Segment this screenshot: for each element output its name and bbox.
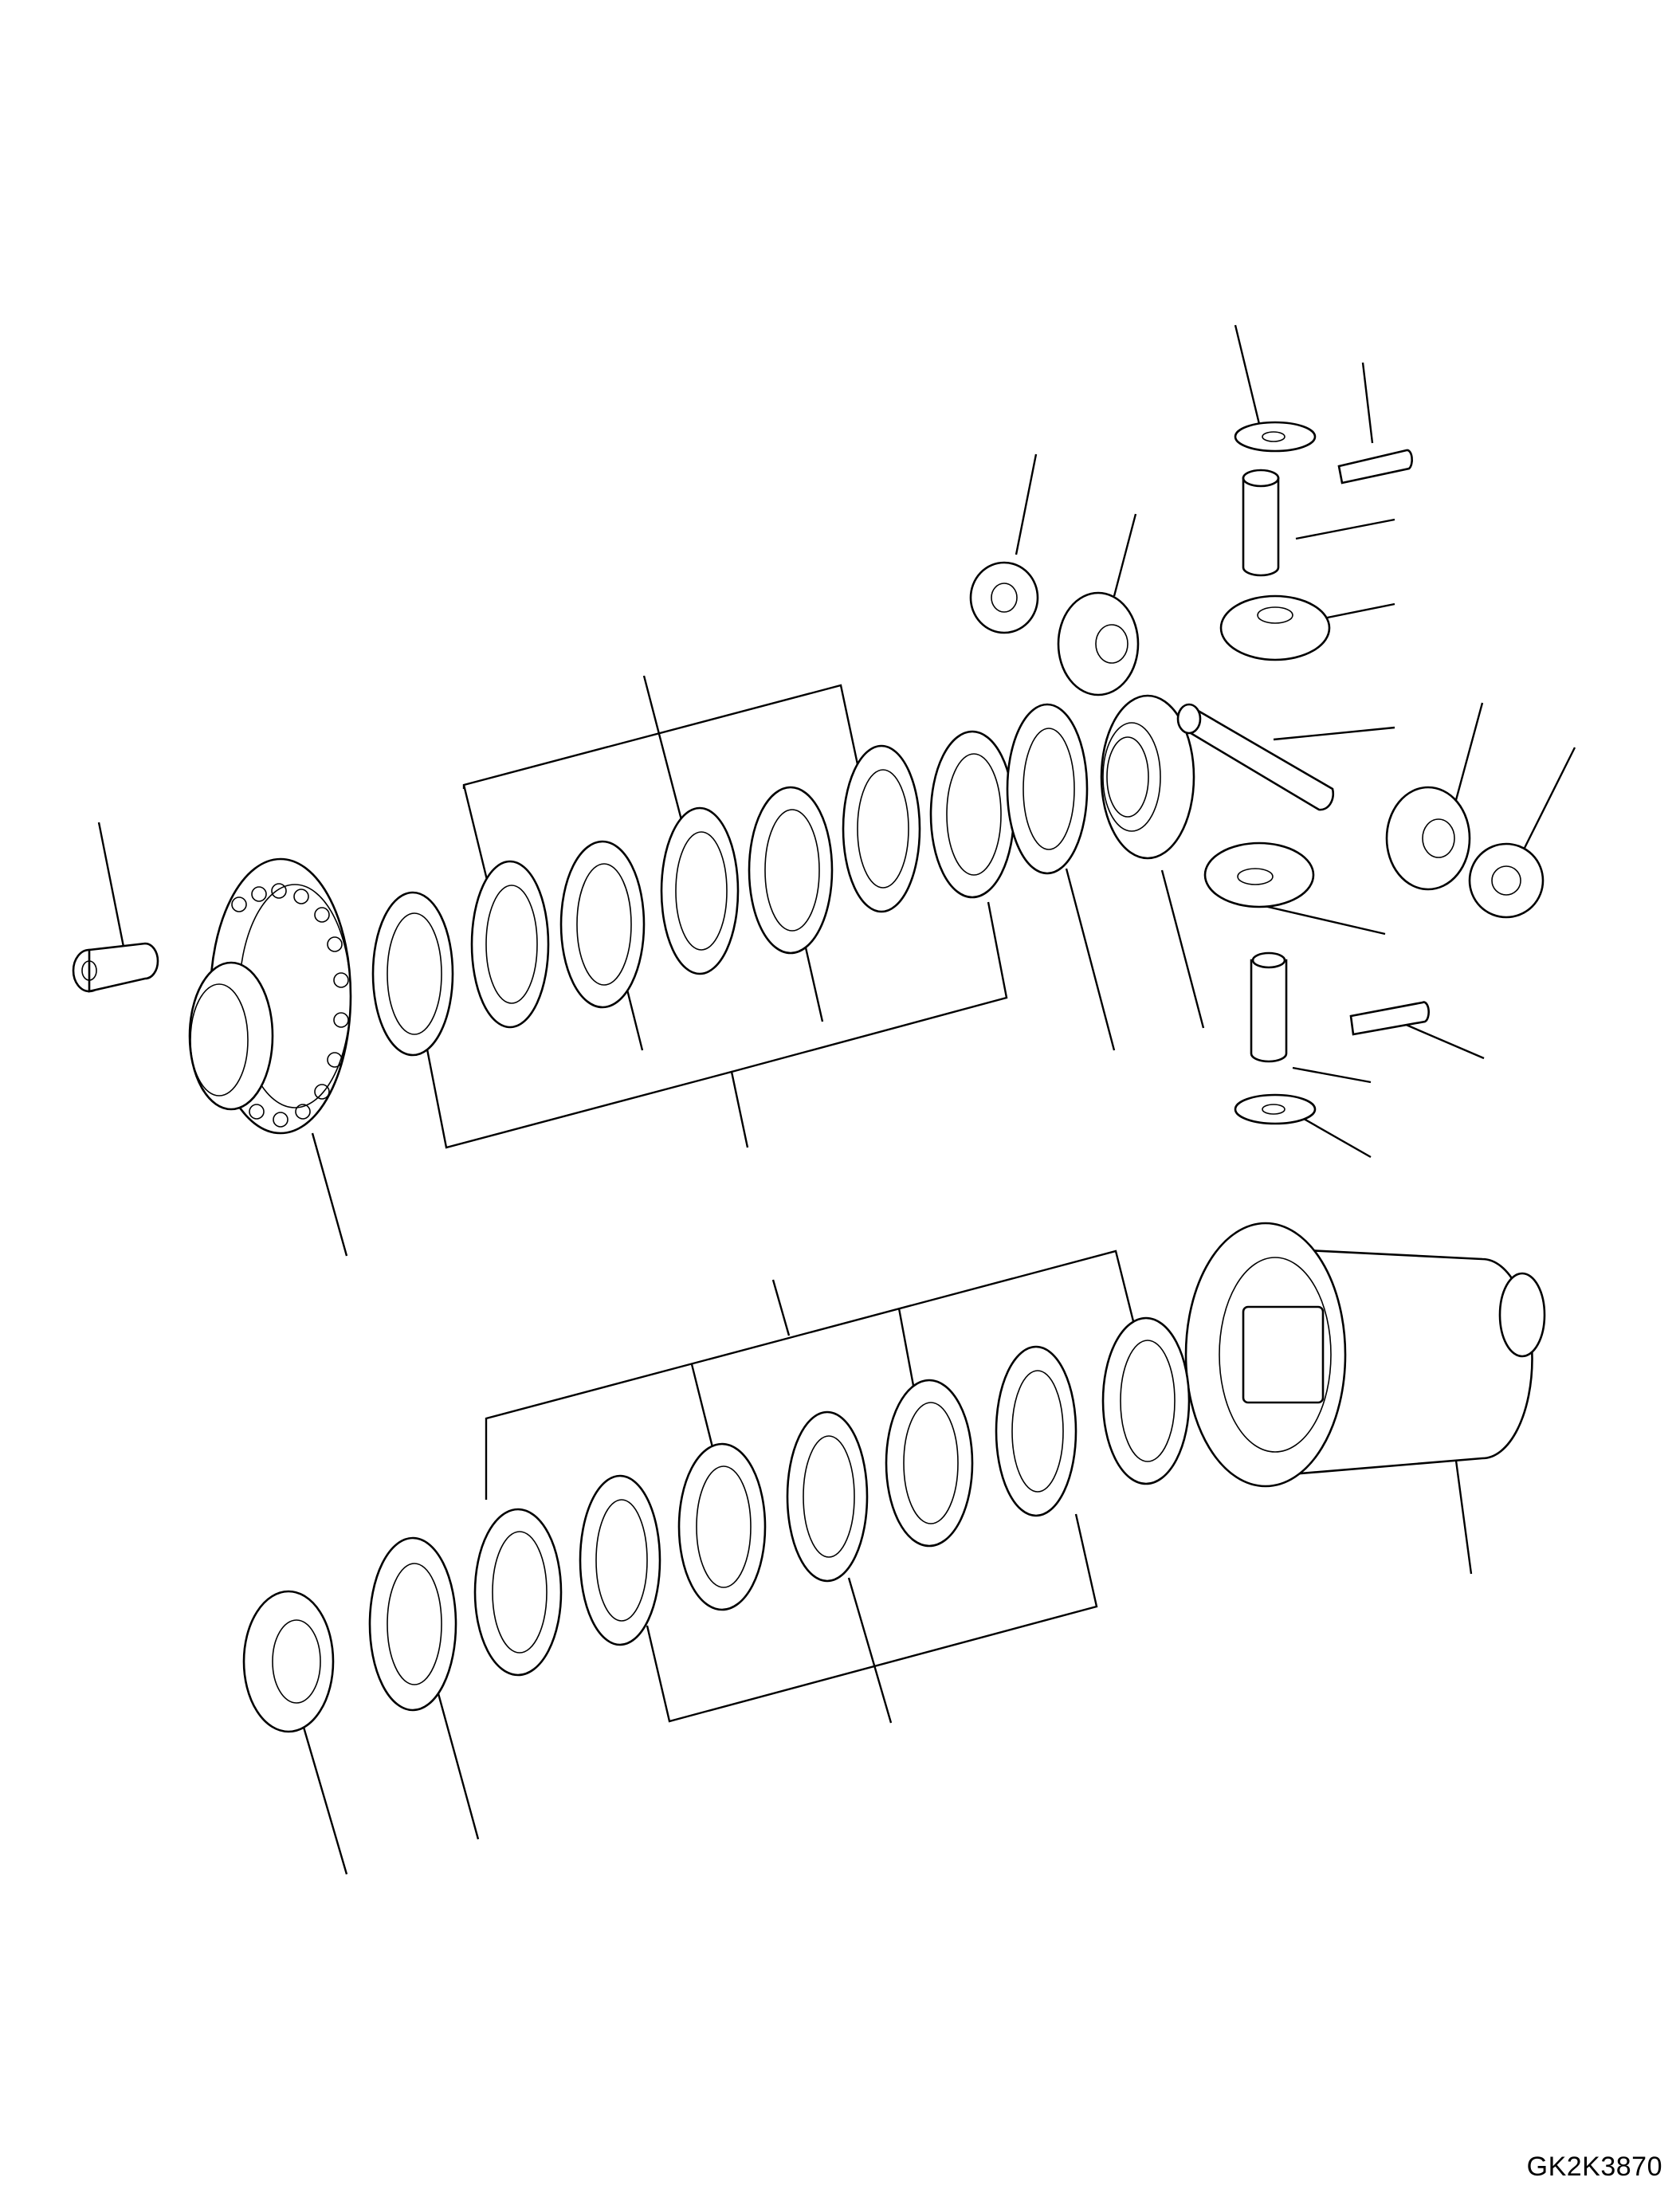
leader-lower-washer	[1292, 1111, 1372, 1159]
leader-left-housing	[311, 1132, 348, 1257]
right-thrust-washer	[1468, 842, 1545, 919]
leader-lower-bracket-stem	[771, 1279, 791, 1336]
pinion-assembly	[969, 421, 1545, 1125]
upper-top-bracket	[462, 684, 862, 789]
top-short-shaft	[1242, 469, 1280, 577]
bolt-part	[72, 942, 159, 993]
leader-cross-shaft	[1273, 726, 1395, 741]
upper-steel-plate-2	[559, 840, 646, 1009]
leader-lower-plate-2	[690, 1363, 717, 1461]
upper-side-gear-part	[1100, 694, 1195, 860]
leader-side-gear	[1160, 869, 1205, 1029]
cross-shaft	[1176, 703, 1335, 811]
leader-lower-side-gear	[301, 1724, 348, 1875]
lower-side-gear	[242, 1590, 335, 1733]
lower-steel-plate-3	[885, 1379, 974, 1548]
lower-short-shaft	[1250, 951, 1288, 1063]
lower-steel-plate-2	[677, 1442, 767, 1611]
leader-top-washer	[1234, 324, 1261, 425]
lower-friction-disc-2	[786, 1410, 869, 1583]
upper-friction-disc-2	[660, 806, 740, 975]
left-thrust-washer	[969, 561, 1039, 634]
left-pinion-gear	[1057, 591, 1140, 696]
leader-upper-plate-3	[802, 936, 824, 1022]
lower-disc-pack	[242, 1316, 1191, 1733]
leader-lower-roll-pin	[1398, 1020, 1485, 1060]
leader-upper-top-1	[462, 784, 489, 884]
upper-friction-disc-4	[1006, 703, 1089, 875]
right-pinion-gear	[1385, 786, 1471, 891]
left-housing-part	[188, 857, 352, 1135]
upper-bottom-bracket-outer	[421, 1024, 749, 1149]
leader-bolt	[97, 822, 125, 947]
drawing-code: GK2K3870	[1526, 2152, 1662, 2182]
lower-friction-disc-3	[995, 1345, 1077, 1517]
leader-lower-pinion	[1246, 900, 1386, 936]
upper-bottom-bracket-right	[731, 901, 1008, 1073]
upper-friction-disc-3	[842, 744, 921, 913]
lower-bottom-bracket	[646, 1513, 1098, 1723]
lower-friction-disc-1	[579, 1474, 661, 1646]
upper-friction-disc-1	[470, 860, 550, 1029]
lower-roll-pin	[1349, 1001, 1430, 1036]
lower-steel-plate-4	[1101, 1316, 1191, 1485]
lower-pinion-gear	[1203, 842, 1315, 908]
leader-left-washer	[1015, 453, 1038, 555]
right-housing-part	[1184, 1222, 1546, 1488]
leader-upper-last-disc	[1065, 868, 1116, 1051]
upper-steel-plate-3	[748, 786, 834, 955]
lower-top-bracket	[485, 1250, 1141, 1500]
leader-top-short-shaft	[1295, 518, 1395, 540]
leader-upper-bracket-stem	[642, 675, 687, 836]
top-roll-pin	[1337, 449, 1413, 485]
leader-lower-thrust-washer	[435, 1687, 480, 1840]
lower-thrust-washer	[1234, 1093, 1317, 1125]
leader-lower-disc-center	[847, 1577, 893, 1724]
top-pinion-gear	[1219, 594, 1331, 661]
upper-steel-plate-4	[929, 730, 1015, 899]
leader-lower-short-shaft	[1292, 1066, 1372, 1084]
top-thrust-washer	[1234, 421, 1317, 453]
leader-right-housing	[1453, 1448, 1473, 1575]
upper-steel-plate-1	[371, 891, 454, 1057]
leader-right-washer	[1521, 747, 1576, 853]
lower-thrust-disc	[368, 1536, 457, 1712]
upper-disc-pack	[371, 703, 1089, 1057]
leader-left-pinion	[1113, 513, 1137, 597]
lower-steel-plate-1	[473, 1508, 563, 1677]
leader-top-roll-pin	[1361, 362, 1374, 444]
